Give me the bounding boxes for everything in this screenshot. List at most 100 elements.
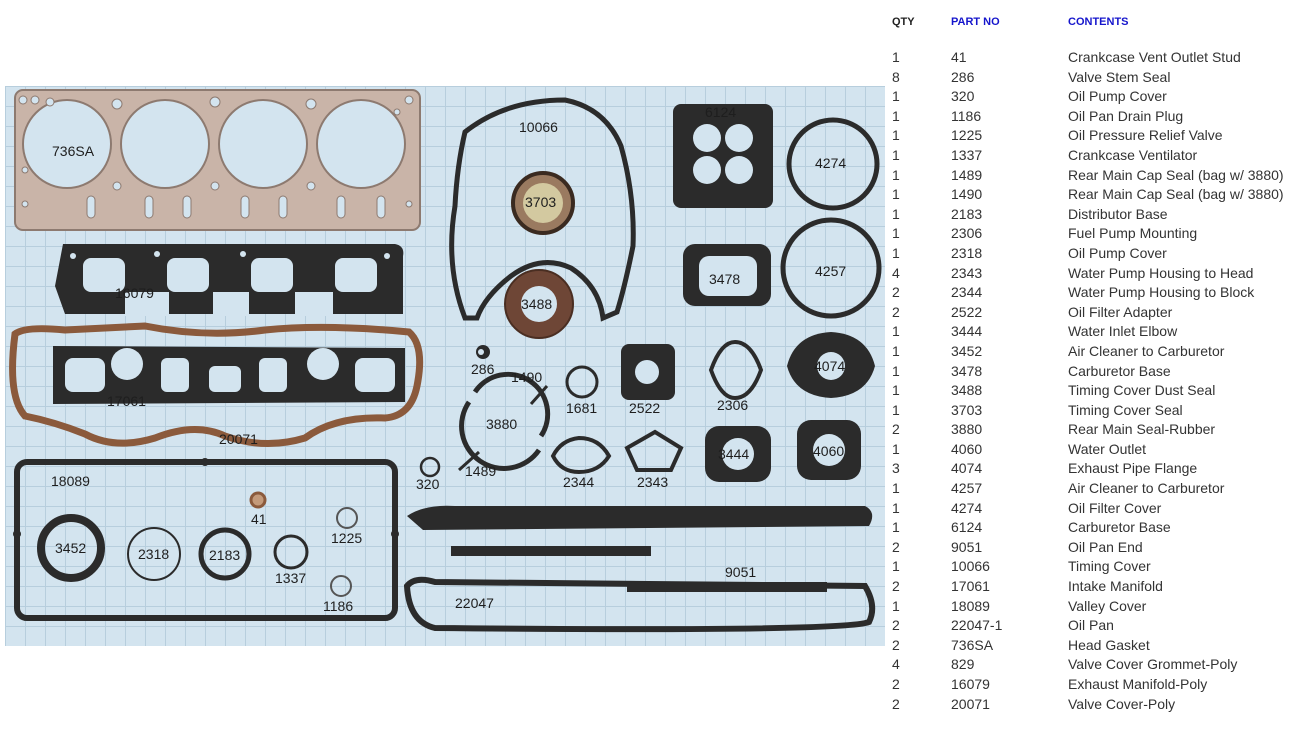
- contents-cell: Rear Main Cap Seal (bag w/ 3880): [1068, 186, 1284, 203]
- qty-cell: 1: [892, 323, 900, 340]
- ring-4257: [780, 217, 882, 319]
- contents-cell: Timing Cover Seal: [1068, 401, 1183, 418]
- part-label: 1225: [331, 530, 362, 546]
- qty-cell: 1: [892, 127, 900, 144]
- qty-cell: 2: [892, 617, 900, 634]
- qty-cell: 1: [892, 342, 900, 359]
- part-label: 3478: [709, 271, 740, 287]
- valley-cover-18089: [13, 458, 399, 621]
- qty-cell: 1: [892, 499, 900, 516]
- part-no-cell: 320: [951, 88, 975, 105]
- qty-cell: 8: [892, 68, 900, 85]
- part-label: 2318: [138, 546, 169, 562]
- part-no-cell: 3452: [951, 342, 983, 359]
- part-label: 1186: [323, 598, 353, 614]
- part-label: 320: [416, 476, 440, 492]
- qty-cell: 2: [892, 538, 900, 555]
- part-label: 17061: [107, 393, 146, 409]
- qty-cell: 1: [892, 440, 900, 457]
- part-label: 18089: [51, 473, 90, 489]
- part-label: 3703: [525, 194, 556, 210]
- ring-1337: [273, 534, 309, 570]
- qty-cell: 1: [892, 519, 900, 536]
- fuel-pump-2306: [708, 339, 764, 401]
- contents-cell: Oil Pump Cover: [1068, 244, 1167, 261]
- part-label: 6124: [705, 104, 736, 120]
- column-header-contents[interactable]: CONTENTS: [1068, 16, 1129, 28]
- part-label: 1681: [566, 400, 597, 416]
- exhaust-manifold-16079: [55, 244, 404, 316]
- contents-cell: Rear Main Seal-Rubber: [1068, 421, 1216, 438]
- qty-cell: 1: [892, 146, 900, 163]
- part-no-cell: 3488: [951, 382, 983, 399]
- part-no-cell: 17061: [951, 578, 990, 595]
- qty-cell: 1: [892, 401, 900, 418]
- contents-cell: Rear Main Cap Seal (bag w/ 3880): [1068, 166, 1284, 183]
- gasket-2343: [624, 429, 684, 472]
- qty-cell: 2: [892, 676, 900, 692]
- part-no-cell: 3444: [951, 323, 983, 340]
- contents-cell: Head Gasket: [1068, 636, 1150, 653]
- contents-cell: Timing Cover Dust Seal: [1068, 382, 1216, 399]
- part-label: 2522: [629, 400, 660, 416]
- table-row: 1 320 Oil Pump Cover: [888, 87, 1298, 107]
- part-no-cell: 1337: [951, 146, 983, 163]
- table-row: 1 1337 Crankcase Ventilator: [888, 146, 1298, 166]
- part-no-cell: 1490: [951, 186, 983, 203]
- part-no-cell: 2343: [951, 264, 983, 281]
- contents-cell: Oil Filter Adapter: [1068, 303, 1173, 320]
- contents-cell: Valley Cover: [1068, 597, 1147, 614]
- oil-pan-end-strip: [451, 546, 651, 556]
- contents-cell: Oil Pump Cover: [1068, 88, 1167, 105]
- contents-cell: Carburetor Base: [1068, 362, 1171, 379]
- contents-cell: Exhaust Manifold-Poly: [1068, 676, 1208, 692]
- ring-2183: [198, 527, 252, 581]
- qty-cell: 1: [892, 166, 900, 183]
- part-no-cell: 2183: [951, 205, 983, 222]
- ring-4274: [786, 117, 880, 211]
- qty-cell: 1: [892, 382, 900, 399]
- contents-cell: Crankcase Ventilator: [1068, 146, 1198, 163]
- head-gasket-736sa: [14, 89, 421, 231]
- oil-pan-22047: [403, 505, 876, 633]
- part-label: 4257: [815, 263, 846, 279]
- oil-pan-end-9051: [627, 582, 827, 592]
- qty-cell: 2: [892, 578, 900, 595]
- contents-cell: Valve Stem Seal: [1068, 68, 1171, 85]
- ring-320: [419, 456, 441, 478]
- part-label: 9051: [725, 564, 756, 580]
- part-no-cell: 1225: [951, 127, 983, 144]
- qty-cell: 1: [892, 362, 900, 379]
- part-no-cell: 4074: [951, 460, 983, 477]
- qty-cell: 2: [892, 421, 900, 438]
- part-no-cell: 20071: [951, 695, 990, 712]
- part-no-cell: 2318: [951, 244, 983, 261]
- part-label: 286: [471, 361, 495, 377]
- part-no-cell: 829: [951, 656, 975, 673]
- contents-cell: Air Cleaner to Carburetor: [1068, 342, 1225, 359]
- seal-3880: [459, 400, 542, 471]
- part-label: 2306: [717, 397, 748, 413]
- part-label: 2344: [563, 474, 594, 490]
- column-header-part-no[interactable]: PART NO: [951, 16, 1000, 28]
- gasket-set-photo: 736SA 10066 6124 4274 3703 16079 3478 42…: [5, 86, 885, 646]
- part-label: 1337: [275, 570, 306, 586]
- part-no-cell: 2522: [951, 303, 983, 320]
- part-label: 22047: [455, 595, 494, 611]
- qty-cell: 1: [892, 88, 900, 105]
- ring-1681: [565, 365, 599, 399]
